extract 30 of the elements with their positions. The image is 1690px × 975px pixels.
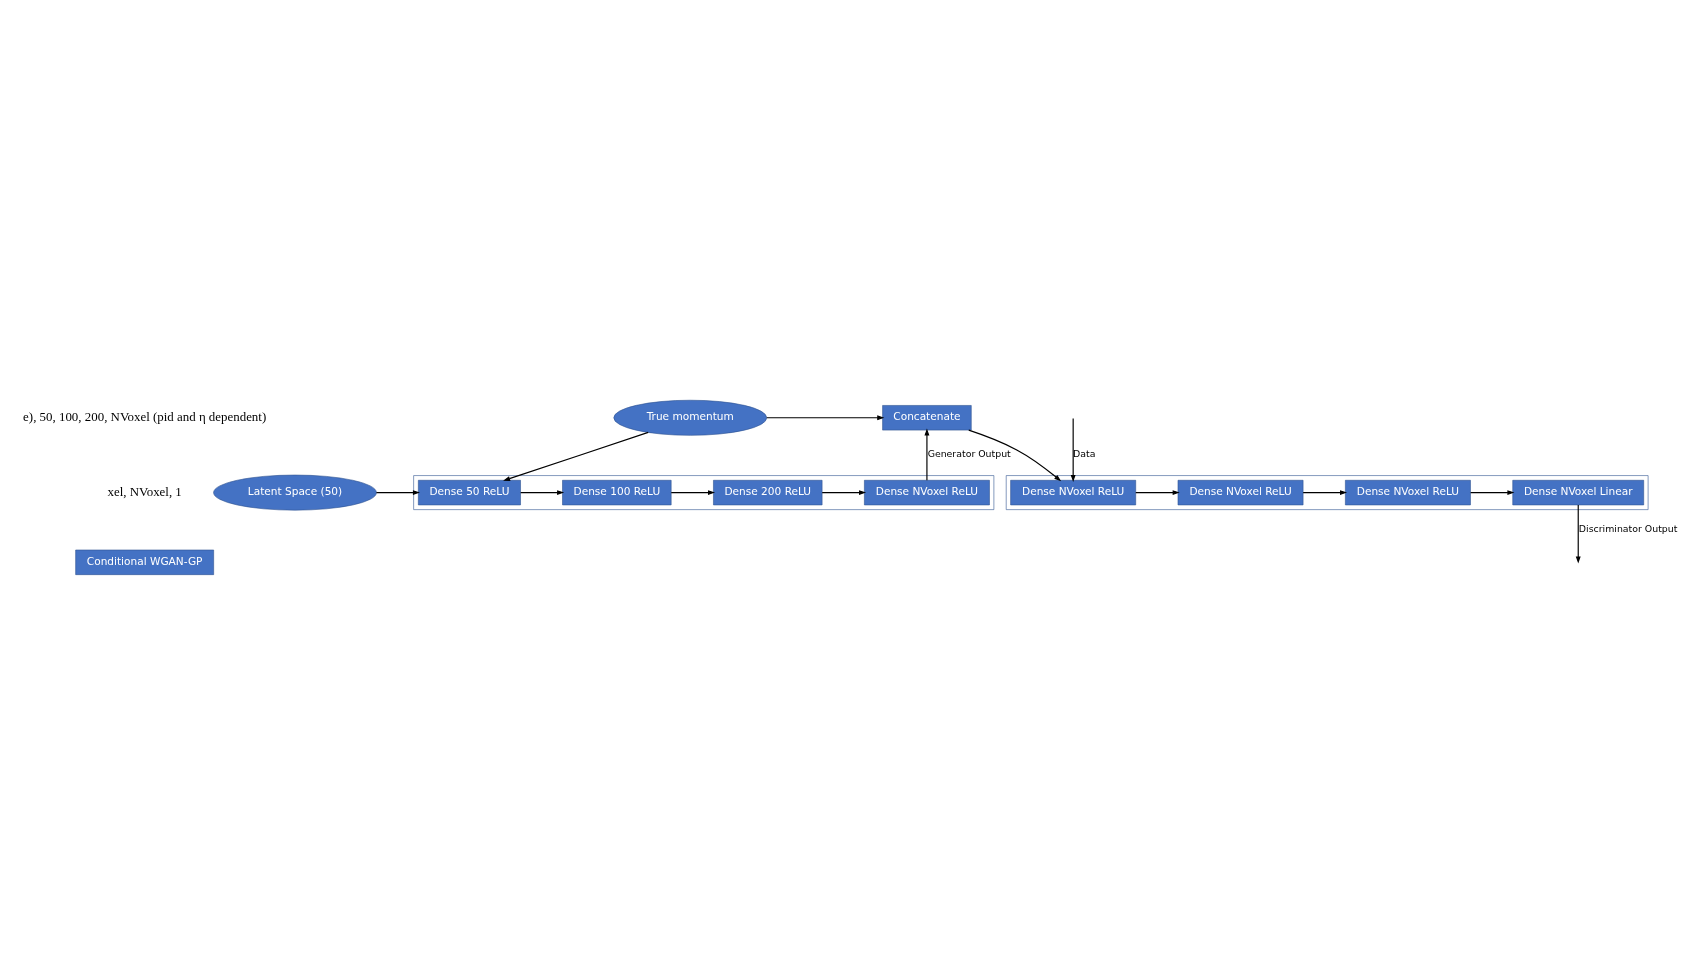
node-box: Concatenate: [882, 405, 972, 431]
arrow: [821, 490, 867, 496]
arrow: [670, 490, 716, 496]
arrow: [1135, 490, 1180, 496]
node-box: Dense 200 ReLU: [713, 479, 823, 506]
arrow: [503, 431, 649, 481]
arrow: [924, 428, 930, 481]
node-box: Dense NVoxel ReLU: [1010, 479, 1136, 506]
arrow: [520, 490, 565, 496]
arrow: [1470, 490, 1515, 496]
arrow: [375, 490, 420, 496]
arrow: [1575, 504, 1581, 564]
node-box: Dense NVoxel ReLU: [864, 479, 990, 506]
arrow: [1070, 417, 1076, 482]
label: xel, NVoxel, 1: [107, 483, 182, 499]
node-box: Dense NVoxel ReLU: [1345, 479, 1471, 506]
node-box: Dense 100 ReLU: [562, 479, 672, 506]
arrow: [1302, 490, 1348, 496]
node-box: Conditional WGAN-GP: [75, 549, 214, 575]
edge-label: Generator Output: [927, 448, 1011, 460]
arrow: [766, 415, 885, 421]
edge-label: Data: [1073, 448, 1096, 460]
node-box: Dense NVoxel ReLU: [1177, 479, 1304, 506]
label: e), 50, 100, 200, NVoxel (pid and η dependent): [23, 409, 267, 425]
arrow: [968, 429, 1062, 482]
edge-label: Discriminator Output: [1578, 523, 1678, 535]
node-box: Dense 50 ReLU: [418, 479, 521, 506]
node-box: Dense NVoxel Linear: [1512, 479, 1644, 506]
node-ellipse: True momentum: [613, 399, 768, 436]
node-ellipse: Latent Space (50): [213, 474, 377, 511]
